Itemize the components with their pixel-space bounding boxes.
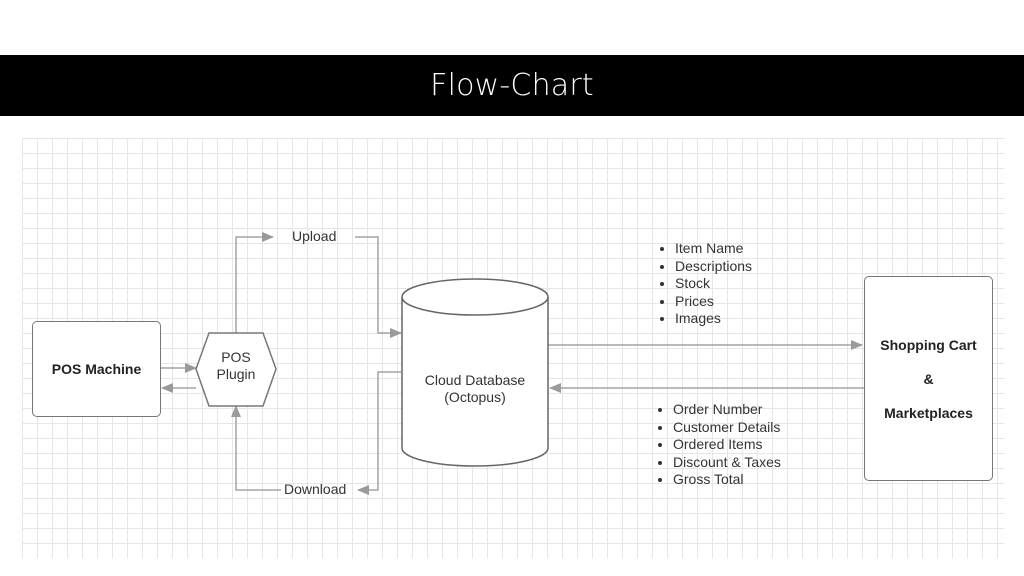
- pos-plugin-hexagon: [195, 332, 277, 407]
- pos-machine-node: POS Machine: [32, 321, 161, 417]
- shopping-cart-label-line2: &: [923, 370, 934, 387]
- download-label: Download: [284, 481, 347, 497]
- list-item: Order Number: [673, 401, 781, 419]
- shopping-cart-label-line3: Marketplaces: [884, 404, 973, 421]
- list-item: Customer Details: [673, 419, 781, 437]
- pos-machine-label: POS Machine: [51, 361, 142, 377]
- pos-plugin-label: POS Plugin: [196, 349, 276, 383]
- shopping-cart-node: Shopping Cart & Marketplaces: [864, 276, 993, 481]
- order-fields-list: Order Number Customer Details Ordered It…: [655, 401, 781, 489]
- arrow-upload-to-database: [355, 236, 402, 338]
- arrow-download-to-plugin: [231, 405, 281, 491]
- list-item: Images: [675, 310, 752, 328]
- pos-plugin-label-line1: POS: [221, 349, 251, 365]
- list-item: Item Name: [675, 240, 752, 258]
- list-item: Discount & Taxes: [673, 454, 781, 472]
- cloud-database-label-line2: (Octopus): [444, 389, 506, 405]
- product-fields-list: Item Name Descriptions Stock Prices Imag…: [657, 240, 752, 328]
- upload-label: Upload: [292, 228, 337, 244]
- cloud-database-label-line1: Cloud Database: [424, 372, 526, 388]
- list-item: Stock: [675, 275, 752, 293]
- arrow-database-to-download: [357, 371, 401, 495]
- arrow-plugin-to-upload: [235, 232, 274, 333]
- list-item: Ordered Items: [673, 436, 781, 454]
- diagram-grid-canvas: [22, 138, 1004, 558]
- slide-title: Flow-Chart: [430, 68, 594, 103]
- list-item: Descriptions: [675, 258, 752, 276]
- list-item: Prices: [675, 293, 752, 311]
- shopping-cart-label-line1: Shopping Cart: [880, 336, 977, 353]
- cloud-database-label: Cloud Database (Octopus): [402, 372, 548, 406]
- slide-title-bar: Flow-Chart: [0, 55, 1024, 116]
- list-item: Gross Total: [673, 471, 781, 489]
- cloud-database-cylinder: [401, 278, 549, 467]
- pos-plugin-label-line2: Plugin: [216, 366, 256, 382]
